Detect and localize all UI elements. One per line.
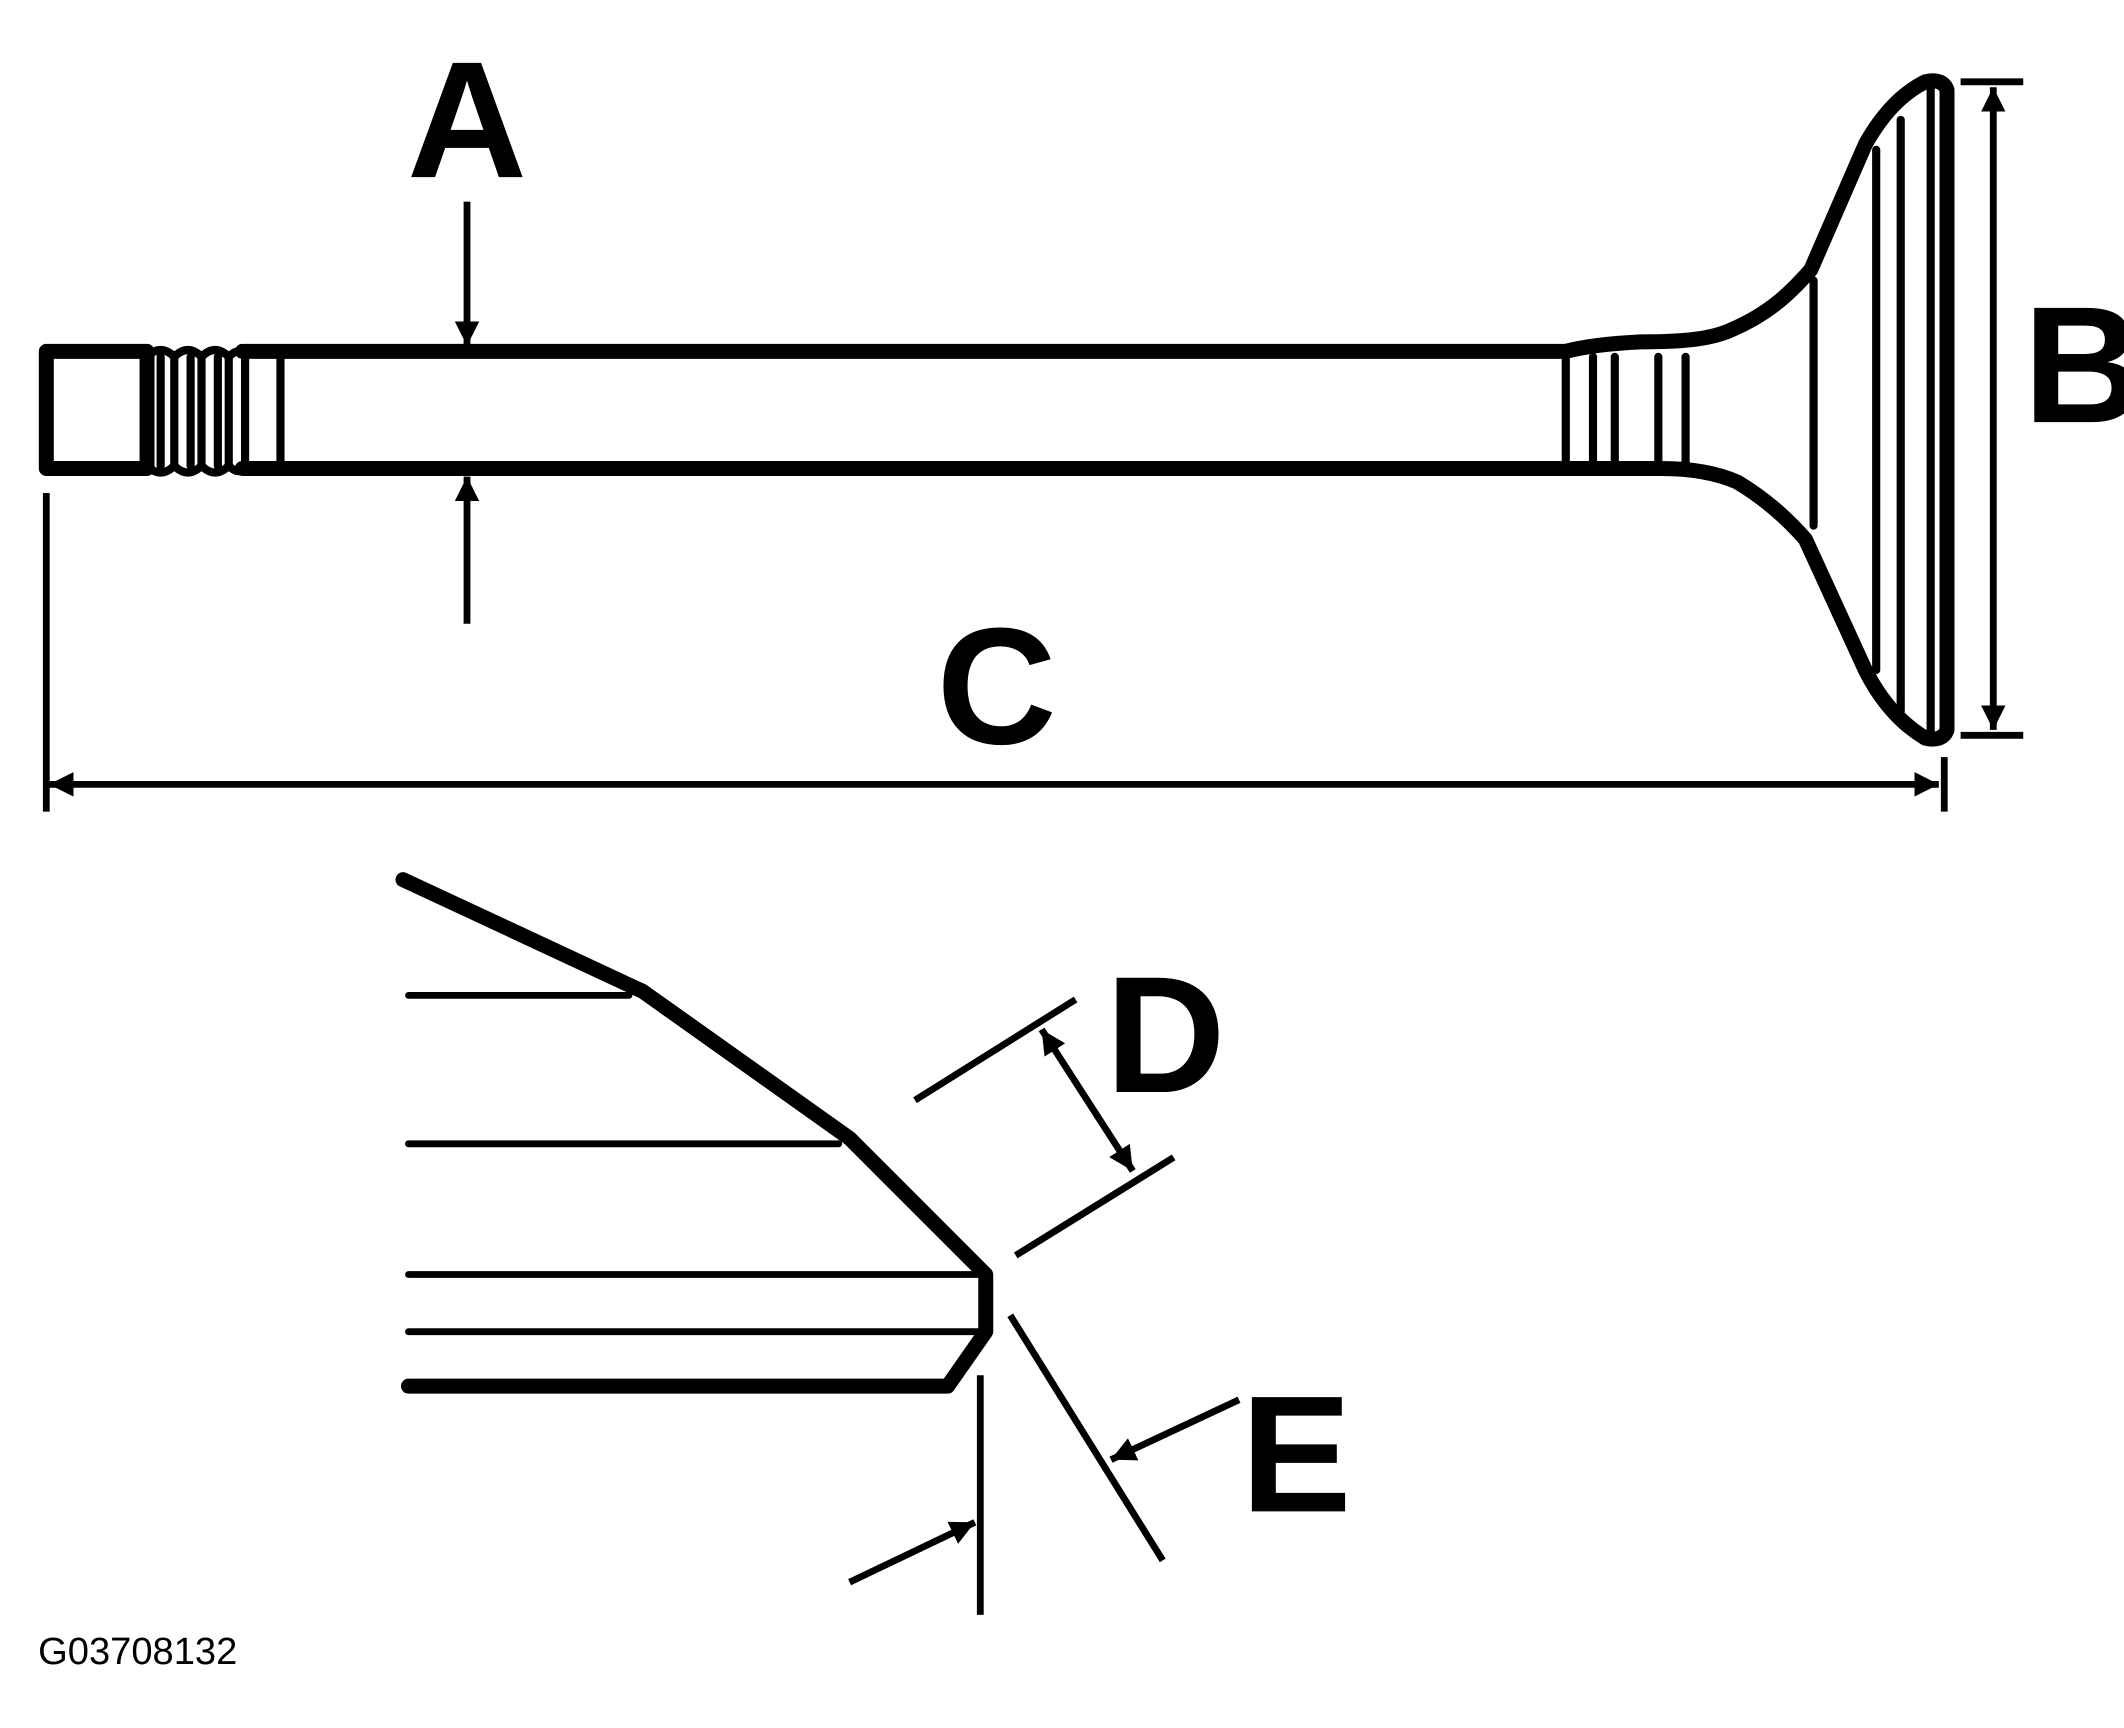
face-outline: [395, 872, 994, 1394]
arrow-d: [1038, 1027, 1136, 1173]
extension-d-top: [913, 996, 1078, 1104]
label-c: C: [937, 595, 1057, 780]
extension-d-bottom: [1013, 1154, 1176, 1259]
extension-e-right: [1007, 1313, 1166, 1563]
figure-id: G03708132: [38, 1630, 237, 1673]
valve-side-view: [38, 73, 1955, 747]
valve-head: [1558, 73, 1955, 747]
label-b: B: [2023, 273, 2124, 458]
arrow-e-right: [1109, 1396, 1241, 1463]
label-a: A: [407, 28, 527, 213]
neck-rings: [1561, 352, 1690, 468]
dimension-b: [1960, 78, 2024, 739]
dimension-d: [913, 996, 1176, 1259]
label-e: E: [1241, 1362, 1352, 1547]
valve-stem-tip: [38, 343, 155, 476]
valve-stem: [234, 343, 1574, 476]
face-section-lines: [405, 991, 984, 1336]
dimension-e: [848, 1313, 1241, 1615]
dimension-c: [42, 492, 1948, 812]
label-d: D: [1106, 943, 1226, 1128]
valve-face-detail: [395, 872, 994, 1394]
keeper-grooves: [142, 345, 285, 477]
arrow-e-left: [848, 1519, 977, 1586]
